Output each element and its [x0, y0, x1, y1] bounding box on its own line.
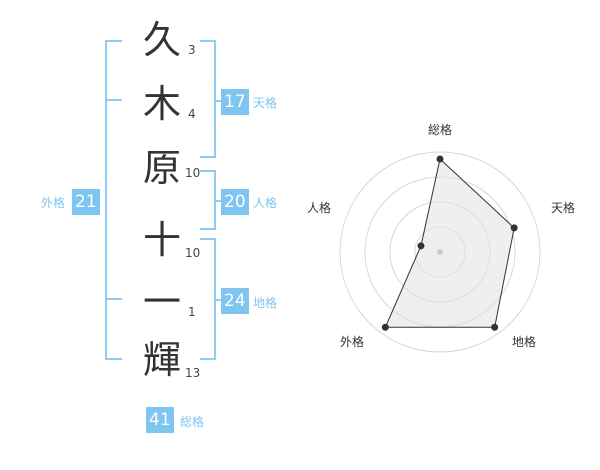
stroke-count-2: 4	[188, 107, 196, 121]
chikaku-score: 24	[221, 288, 249, 314]
chikaku-bracket	[200, 238, 216, 360]
radar-area	[384, 158, 515, 328]
name-char-6: 輝	[142, 338, 181, 382]
soukaku-label: 総格	[180, 415, 205, 429]
gaikaku-label: 外格	[41, 196, 66, 210]
tenkaku-connector	[216, 100, 222, 102]
name-char-2: 木	[142, 82, 181, 126]
tenkaku-bracket	[200, 40, 216, 158]
chikaku-label: 地格	[253, 296, 278, 310]
radar-ring	[339, 151, 541, 353]
name-char-5: 一	[142, 280, 181, 324]
tenkaku-label: 天格	[253, 96, 278, 110]
name-char-3: 原	[142, 146, 181, 190]
stroke-count-3: 10	[185, 166, 201, 180]
stroke-count-1: 3	[188, 43, 196, 57]
name-char-4: 十	[142, 218, 181, 262]
radar-axis-label: 天格	[551, 200, 575, 215]
radar-axis-label: 外格	[340, 334, 364, 349]
radar-center	[437, 249, 443, 255]
jinkaku-score: 20	[221, 189, 249, 215]
gaikaku-score: 21	[72, 189, 100, 215]
name-char-1: 久	[142, 18, 181, 62]
radar-point-4	[381, 323, 389, 331]
radar-point-3	[491, 323, 499, 331]
tenkaku-score: 17	[221, 89, 249, 115]
stroke-count-5: 1	[188, 305, 196, 319]
radar-axis-label: 地格	[512, 334, 536, 349]
gaikaku-bracket-tick-2	[105, 298, 122, 300]
soukaku-score: 41	[146, 407, 174, 433]
gaikaku-bracket	[105, 40, 122, 360]
stroke-count-4: 10	[185, 246, 201, 260]
radar-point-5	[417, 242, 425, 250]
radar-axis-label: 人格	[307, 200, 331, 215]
chikaku-connector	[216, 299, 222, 301]
jinkaku-connector	[216, 200, 222, 202]
radar-point-2	[510, 224, 518, 232]
stroke-count-6: 13	[185, 366, 201, 380]
gaikaku-bracket-tick-1	[105, 99, 122, 101]
radar-point-1	[436, 155, 444, 163]
jinkaku-bracket	[200, 170, 216, 230]
radar-axis-label: 総格	[428, 122, 452, 137]
jinkaku-label: 人格	[253, 196, 278, 210]
